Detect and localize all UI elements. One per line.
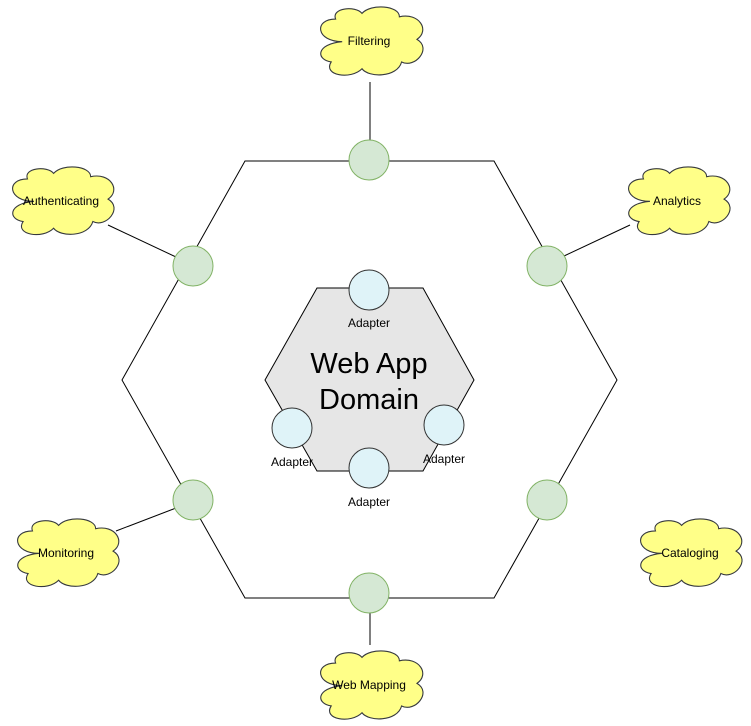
adapter-bottom-label: Adapter	[348, 495, 390, 509]
cloud-cataloging[interactable]: Cataloging	[640, 518, 743, 588]
adapter-left-label: Adapter	[271, 455, 313, 469]
cloud-monitoring[interactable]: Monitoring	[17, 518, 120, 588]
connector-monitoring	[115, 507, 177, 532]
domain-hexagon	[264, 287, 475, 472]
cloud-filtering-label: Filtering	[348, 34, 391, 48]
port-upper-right[interactable]	[526, 245, 568, 287]
adapter-left[interactable]	[271, 407, 313, 449]
cloud-monitoring-label: Monitoring	[38, 546, 94, 560]
port-top[interactable]	[348, 139, 390, 181]
connector-analytics	[563, 224, 631, 257]
connector-authenticating	[107, 224, 177, 258]
cloud-cataloging-label: Cataloging	[661, 546, 718, 560]
port-bottom[interactable]	[348, 572, 390, 614]
adapter-bottom[interactable]	[348, 447, 390, 489]
adapter-right[interactable]	[423, 404, 465, 446]
cloud-web-mapping-label: Web Mapping	[332, 678, 406, 692]
port-upper-left[interactable]	[172, 245, 214, 287]
adapter-right-label: Adapter	[423, 452, 465, 466]
domain-title-line2: Domain	[319, 384, 419, 416]
cloud-analytics[interactable]: Analytics	[628, 166, 731, 236]
port-lower-left[interactable]	[172, 479, 214, 521]
cloud-analytics-label: Analytics	[653, 194, 701, 208]
port-lower-right[interactable]	[526, 479, 568, 521]
cloud-authenticating-label: Authenticating	[23, 194, 99, 208]
domain-title-line1: Web App	[310, 348, 427, 380]
cloud-authenticating[interactable]: Authenticating	[12, 166, 115, 236]
adapter-top[interactable]	[348, 269, 390, 311]
cloud-filtering[interactable]: Filtering	[320, 6, 424, 76]
adapter-top-label: Adapter	[348, 316, 390, 330]
cloud-web-mapping[interactable]: Web Mapping	[320, 650, 424, 720]
outer-hexagon	[121, 160, 618, 599]
